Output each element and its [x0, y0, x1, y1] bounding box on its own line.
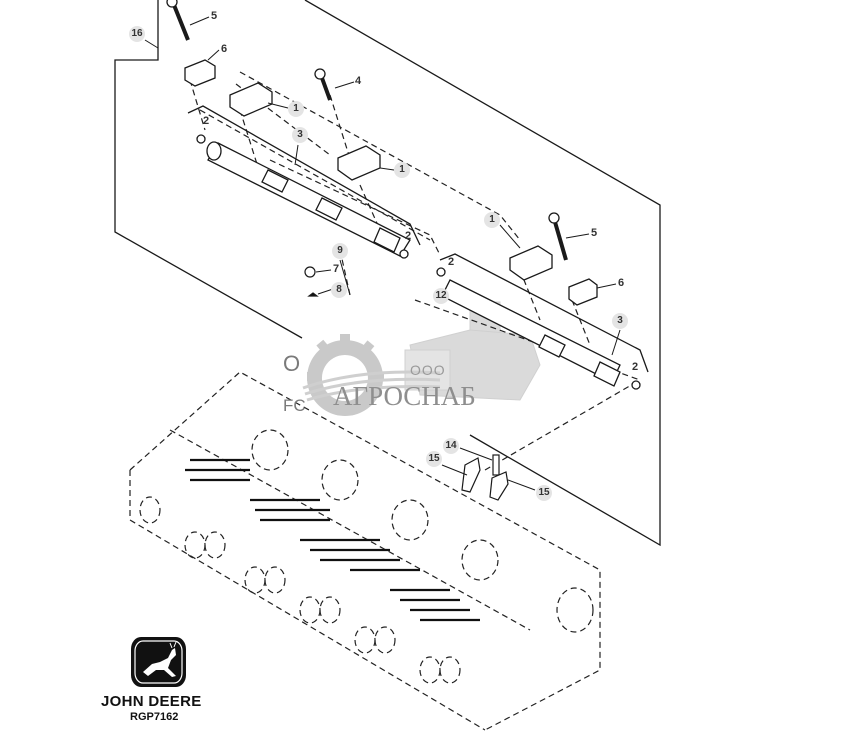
swoosh	[302, 370, 441, 402]
callout-5-upper: 5	[211, 10, 218, 22]
callout-2-a: 2	[203, 115, 210, 127]
watermark-prefix: ООО	[410, 362, 446, 378]
gear-icon	[307, 334, 384, 416]
callout-3-b: 3	[612, 313, 628, 329]
callout-15-a: 15	[426, 451, 442, 467]
callout-4: 4	[355, 75, 362, 87]
watermark-fragment-fc: FC	[283, 396, 306, 415]
callout-6-upper: 6	[221, 43, 228, 55]
leader-lines	[144, 16, 621, 491]
engine-head-hatching	[185, 458, 480, 622]
callout-16: 16	[129, 26, 145, 42]
callout-8: 8	[331, 282, 347, 298]
callout-9: 9	[332, 243, 348, 259]
callout-3-a: 3	[292, 127, 308, 143]
support-parts	[184, 59, 598, 306]
callout-14: 14	[443, 438, 459, 454]
engine-head-outline	[129, 371, 601, 731]
watermark-company-name: АГРОСНАБ	[333, 381, 476, 411]
callout-7: 7	[333, 263, 340, 275]
cap-screws	[166, 0, 568, 261]
callout-2-b: 2	[405, 230, 412, 242]
callout-1-a: 1	[288, 101, 304, 117]
callout-15-b: 15	[536, 485, 552, 501]
john-deere-logo	[131, 637, 186, 687]
callout-6-lower: 6	[618, 277, 625, 289]
rocker-shaft-upper	[187, 105, 421, 259]
figure-code: RGP7162	[130, 711, 179, 723]
callout-2-c: 2	[448, 256, 455, 268]
callout-5-lower: 5	[591, 227, 598, 239]
callout-1-c: 1	[484, 212, 500, 228]
watermark-graphic	[302, 301, 541, 416]
frame-border	[114, 0, 661, 547]
callout-1-b: 1	[394, 162, 410, 178]
leaping-deer-icon	[143, 641, 177, 677]
callout-12: 12	[433, 288, 449, 304]
brand-name: JOHN DEERE	[101, 693, 202, 710]
watermark-fragment-o: O	[283, 351, 301, 376]
callout-2-d: 2	[632, 361, 639, 373]
small-parts	[304, 266, 509, 501]
